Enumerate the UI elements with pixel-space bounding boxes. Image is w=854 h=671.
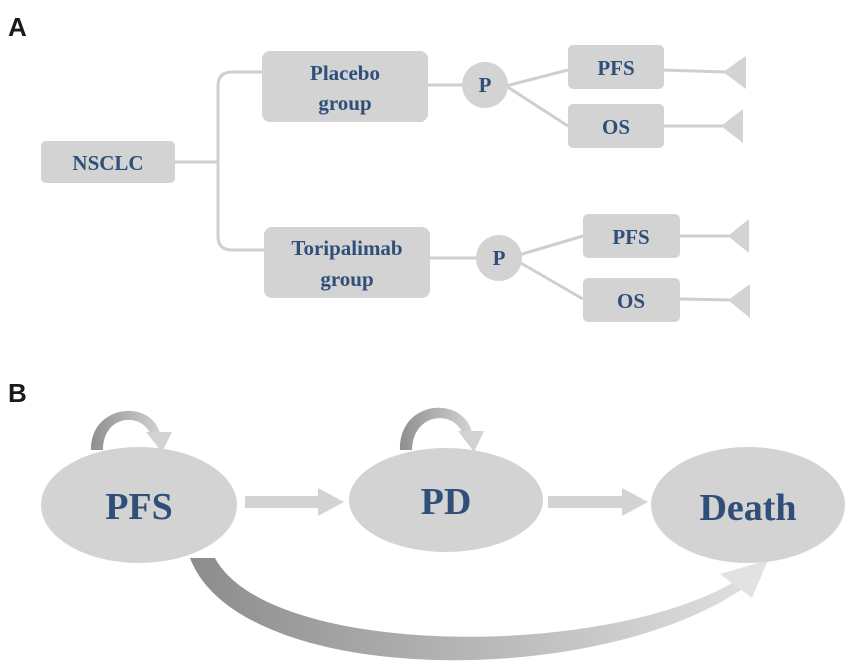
connector-toripalimab-os-out — [679, 297, 731, 302]
pfs-to-death-arrow — [190, 558, 752, 661]
toripalimab-pfs-terminal-icon — [728, 219, 749, 253]
pfs-to-pd-arrowhead-icon — [318, 488, 344, 516]
placebo-chance-node — [462, 62, 508, 108]
state-pfs — [41, 447, 237, 563]
toripalimab-box — [264, 227, 430, 298]
toripalimab-label-line1: Toripalimab — [291, 236, 402, 260]
placebo-pfs-box — [568, 45, 664, 89]
placebo-label-line1: Placebo — [310, 61, 380, 85]
toripalimab-pfs-box — [583, 214, 680, 258]
placebo-pfs-label: PFS — [597, 56, 634, 80]
pfs-to-death-arrowhead-icon — [720, 560, 768, 598]
connector-toripalimab-os — [518, 260, 584, 301]
toripalimab-chance-node — [476, 235, 522, 281]
connector-branch-vertical — [216, 70, 233, 252]
toripalimab-pfs-label: PFS — [612, 225, 649, 249]
pd-self-loop-arrowhead-icon — [458, 431, 484, 452]
placebo-os-terminal-icon — [721, 109, 743, 143]
toripalimab-label-line2: group — [320, 267, 373, 291]
state-death — [651, 447, 845, 563]
panel-label-b: B — [8, 378, 27, 408]
connector-placebo-pfs-out — [662, 68, 726, 74]
pd-self-loop-arrow — [399, 407, 484, 452]
state-pfs-label: PFS — [105, 486, 173, 528]
decision-tree — [175, 68, 731, 302]
placebo-box — [262, 51, 428, 122]
pfs-self-loop-arrow — [90, 410, 172, 452]
placebo-os-box — [568, 104, 664, 148]
pd-to-death-arrow — [548, 488, 648, 516]
placebo-os-label: OS — [602, 115, 630, 139]
placebo-label-line2: group — [318, 91, 371, 115]
state-pd — [349, 448, 543, 552]
connector-placebo-os — [505, 84, 569, 128]
toripalimab-os-label: OS — [617, 289, 645, 313]
pfs-self-loop-arrowhead-icon — [146, 432, 172, 452]
state-pd-label: PD — [421, 481, 472, 523]
state-death-label: Death — [699, 487, 796, 529]
pd-to-death-arrowhead-icon — [622, 488, 648, 516]
pfs-to-pd-arrow — [245, 488, 344, 516]
root-label: NSCLC — [72, 151, 143, 175]
placebo-chance-node-label: P — [479, 73, 492, 97]
root-box — [41, 141, 175, 183]
connector-toripalimab-pfs — [518, 234, 584, 257]
connector-placebo-pfs — [505, 68, 569, 88]
placebo-pfs-terminal-icon — [723, 56, 746, 89]
panel-label-a: A — [8, 12, 27, 42]
toripalimab-os-box — [583, 278, 680, 322]
toripalimab-os-terminal-icon — [728, 284, 750, 318]
toripalimab-chance-node-label: P — [493, 246, 506, 270]
